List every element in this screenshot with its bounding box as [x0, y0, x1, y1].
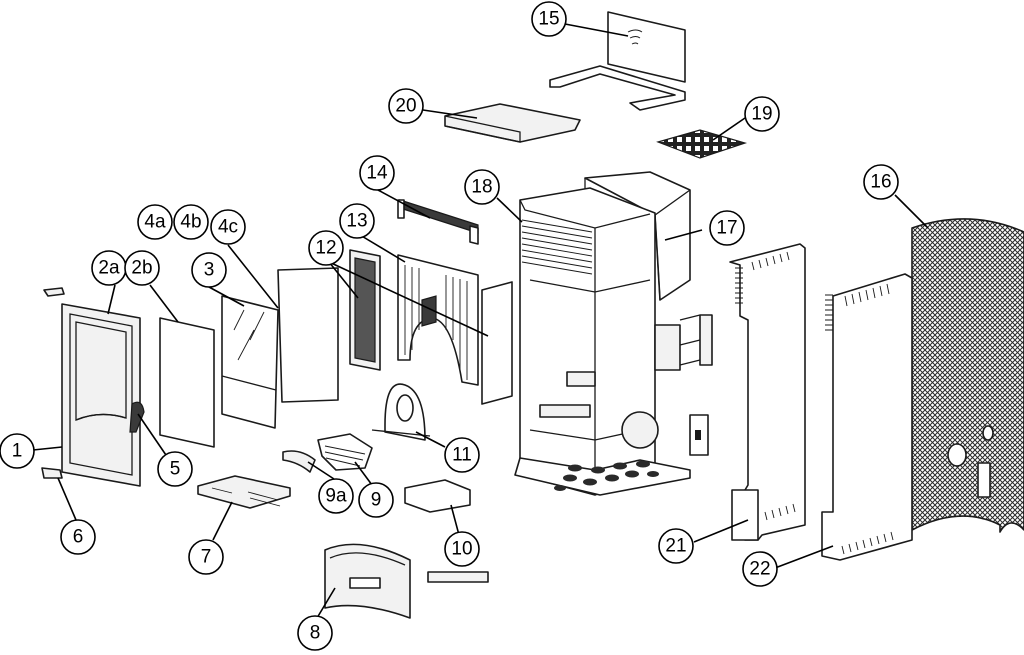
- callout-14: 14: [359, 155, 395, 191]
- part-9-burner-pot: [282, 433, 373, 473]
- part-4-glass-panels: [277, 267, 339, 403]
- callout-16: 16: [863, 164, 899, 200]
- callout-4a: 4a: [137, 204, 173, 240]
- callout-7-label: 7: [201, 547, 212, 568]
- callout-22-label: 22: [749, 559, 770, 580]
- callout-10: 10: [444, 531, 480, 567]
- callout-2b-label: 2b: [131, 258, 152, 279]
- part-2-door-gaskets: [159, 317, 215, 448]
- part-20-top-cover: [444, 103, 581, 143]
- callout-9: 9: [358, 482, 394, 518]
- callout-17: 17: [709, 210, 745, 246]
- part-1-door: [41, 287, 145, 487]
- callout-13-label: 13: [346, 211, 367, 232]
- callout-2a: 2a: [91, 250, 127, 286]
- callout-9a: 9a: [318, 478, 354, 514]
- callout-14-label: 14: [366, 163, 388, 184]
- callout-19: 19: [744, 96, 780, 132]
- callout-6: 6: [60, 519, 96, 555]
- callout-3-label: 3: [204, 260, 215, 281]
- part-10-drawer: [404, 479, 471, 513]
- callout-10-label: 10: [451, 539, 472, 560]
- callout-20-label: 20: [395, 96, 416, 117]
- callout-16-label: 16: [870, 172, 891, 193]
- part-21-left-side-panel: [729, 243, 806, 541]
- callout-5: 5: [157, 451, 193, 487]
- callout-18: 18: [464, 169, 500, 205]
- callout-22: 22: [742, 551, 778, 587]
- part-19-grate: [656, 129, 748, 159]
- callout-4c: 4c: [210, 209, 246, 245]
- part-15-top-bracket: [549, 11, 686, 111]
- callout-9-label: 9: [371, 490, 382, 511]
- callout-4a-label: 4a: [144, 212, 166, 233]
- callout-11-label: 11: [452, 445, 472, 466]
- callout-19-label: 19: [751, 104, 772, 125]
- callout-12: 12: [308, 230, 344, 266]
- callout-8: 8: [297, 615, 333, 651]
- callout-4c-label: 4c: [218, 217, 238, 238]
- callout-13: 13: [339, 203, 375, 239]
- callout-3: 3: [191, 252, 227, 288]
- callout-21: 21: [658, 528, 694, 564]
- callout-15-label: 15: [538, 9, 559, 30]
- callout-21-label: 21: [665, 536, 686, 557]
- part-3-door-glass: [221, 295, 279, 429]
- callout-7: 7: [188, 539, 224, 575]
- part-16-rear-mesh-panel: [911, 218, 1024, 533]
- callout-2a-label: 2a: [98, 258, 120, 279]
- part-13-fire-back: [397, 254, 479, 386]
- callout-4b: 4b: [173, 204, 209, 240]
- callout-8-label: 8: [310, 623, 321, 644]
- part-8-front-box: [324, 543, 489, 619]
- callout-17-label: 17: [716, 218, 737, 239]
- callout-11: 11: [444, 437, 480, 473]
- callout-1-label: 1: [12, 441, 23, 462]
- callout-4b-label: 4b: [180, 212, 201, 233]
- callout-12-label: 12: [315, 238, 336, 259]
- part-11-plate: [371, 383, 431, 441]
- callout-15: 15: [531, 1, 567, 37]
- callout-1: 1: [0, 433, 35, 469]
- callout-6-label: 6: [73, 527, 84, 548]
- callout-2b: 2b: [124, 250, 160, 286]
- part-22-right-side-panel: [821, 273, 913, 561]
- leader-lines: [32, 23, 929, 619]
- callout-9a-label: 9a: [325, 486, 347, 507]
- part-17-18-main-body: [514, 171, 713, 496]
- callout-20: 20: [388, 88, 424, 124]
- callout-18-label: 18: [471, 177, 492, 198]
- part-14-top-bar: [397, 199, 479, 245]
- callout-5-label: 5: [170, 459, 181, 480]
- part-7-ash-pan: [197, 475, 291, 509]
- part-12-side-bricks: [349, 249, 513, 405]
